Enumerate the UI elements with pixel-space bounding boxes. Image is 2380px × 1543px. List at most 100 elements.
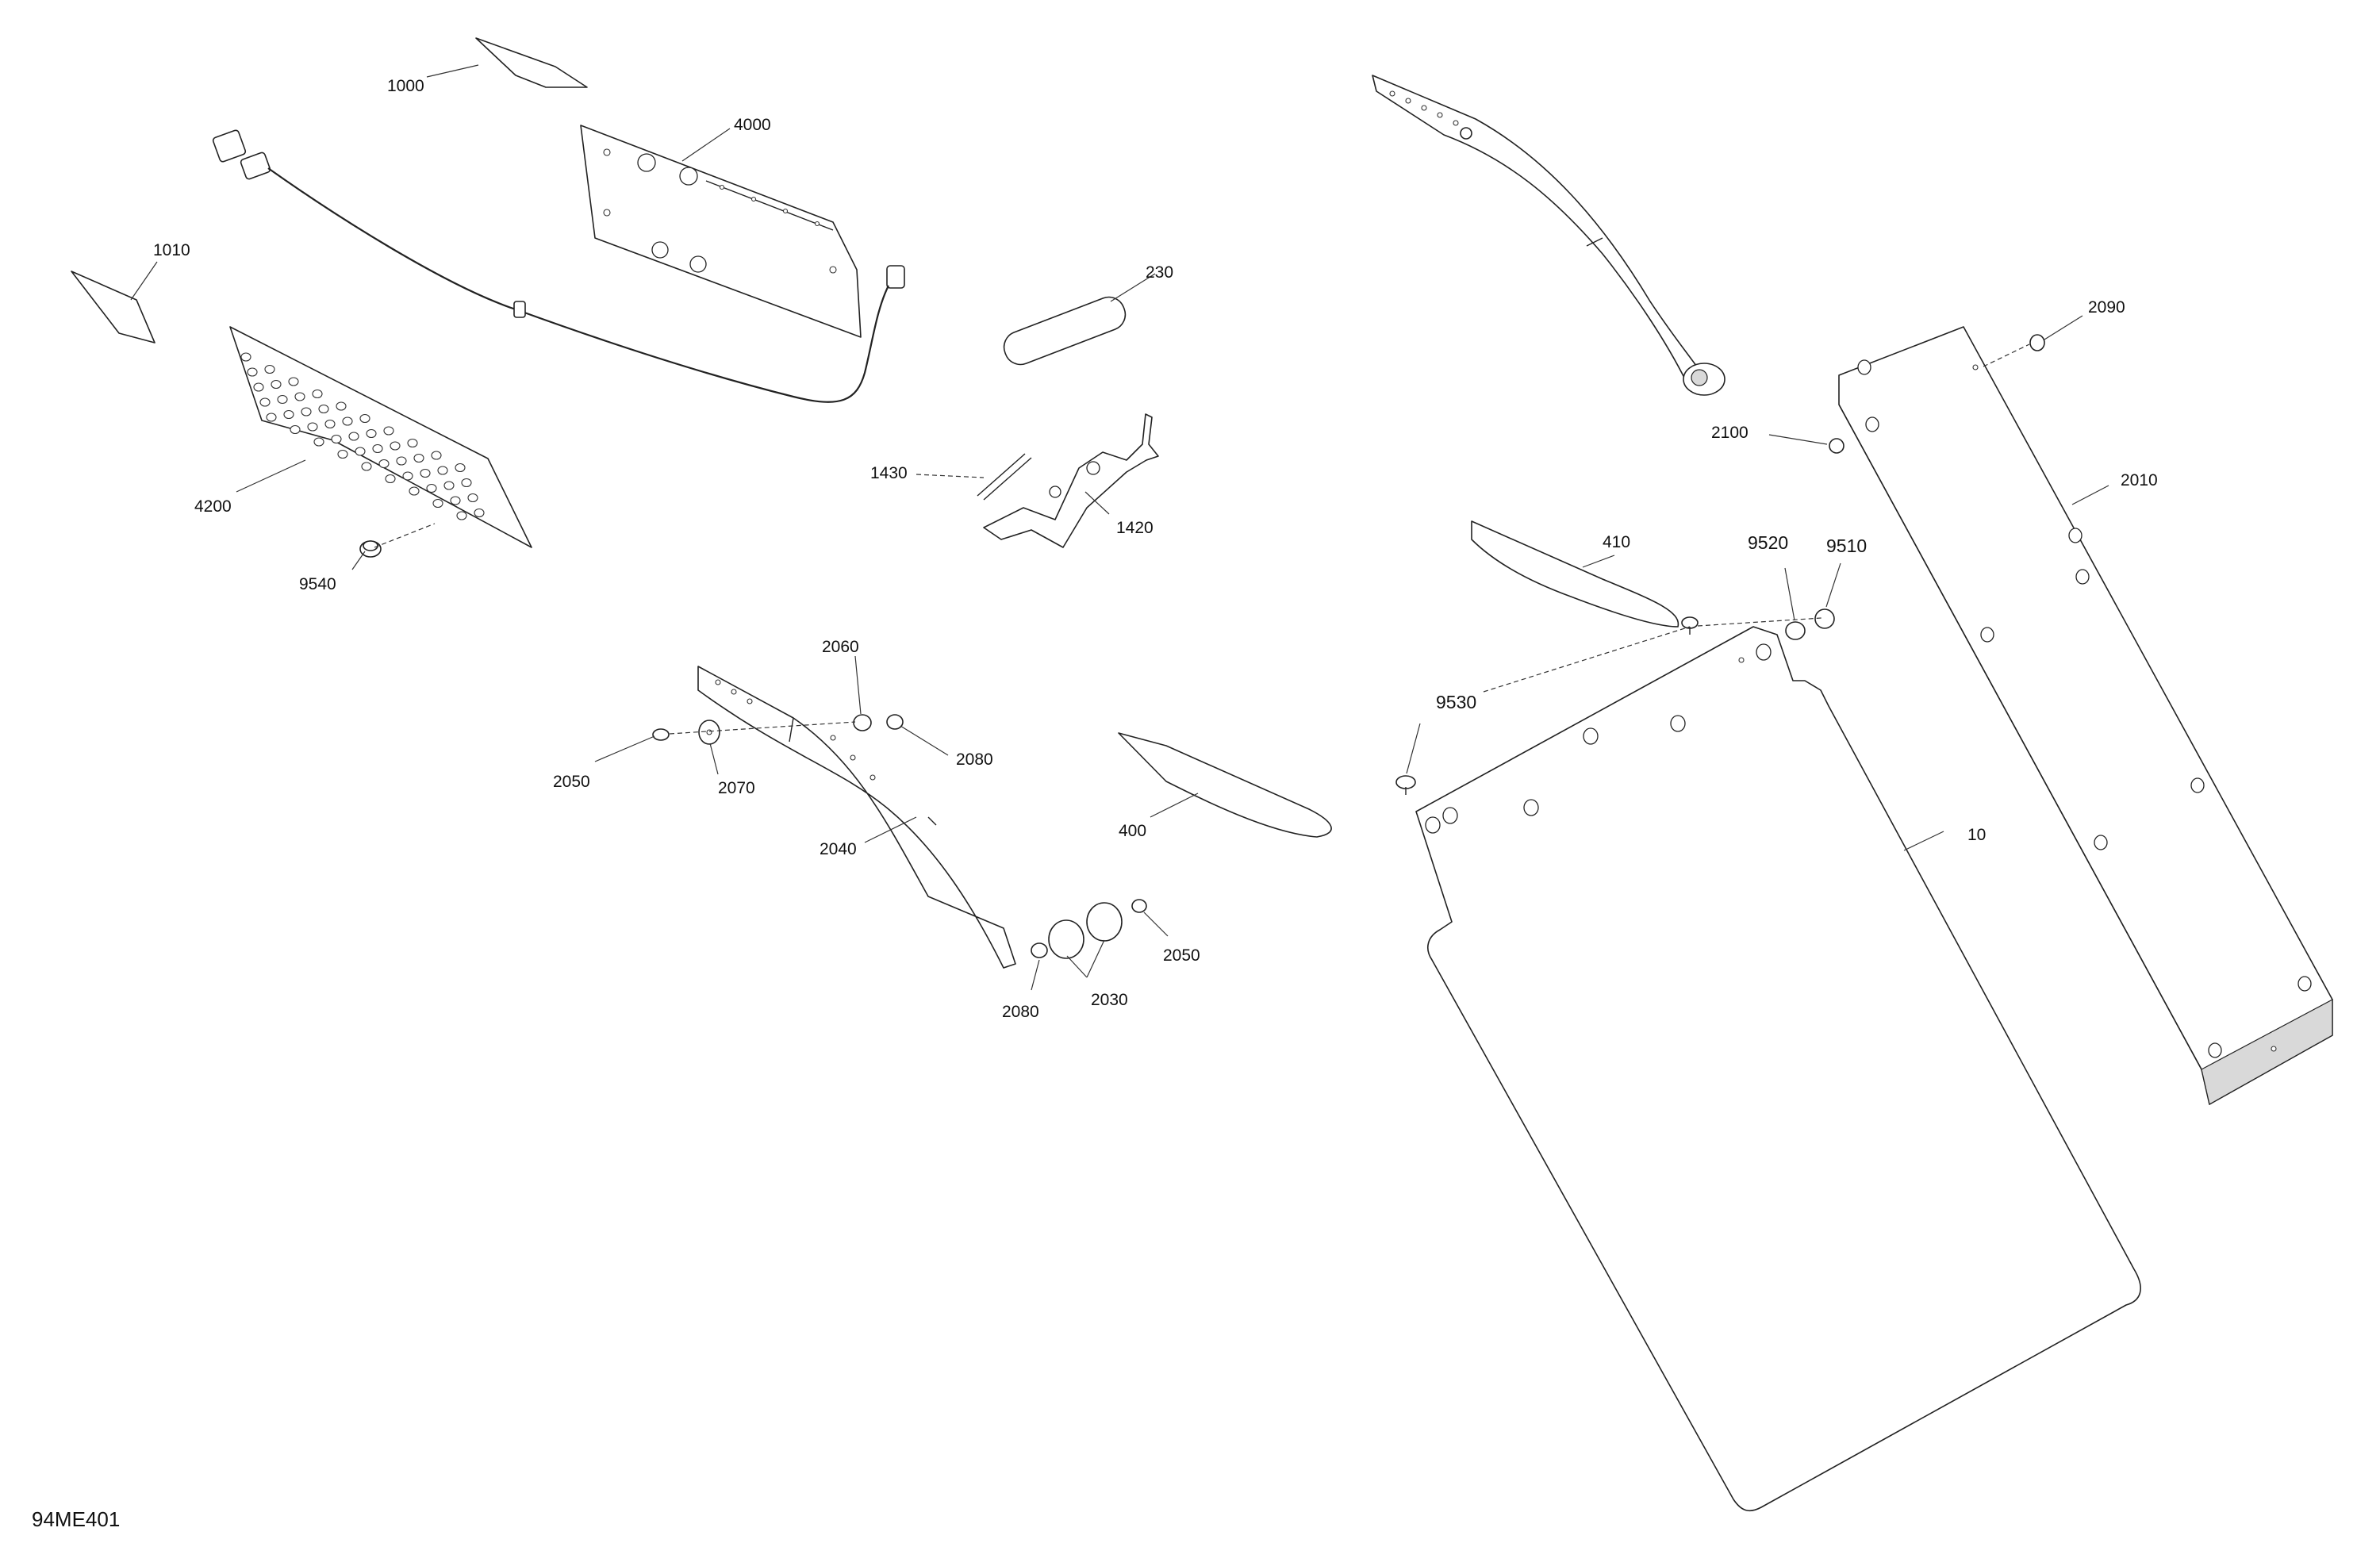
washer-2070 [698, 720, 720, 745]
reflector-dot [467, 493, 478, 503]
drawing-number: 94ME401 [32, 1507, 120, 1531]
reflector-dot [271, 379, 282, 390]
washer-9520 [1785, 621, 1806, 640]
reflector-dot [288, 377, 299, 386]
mud-flap-10 [1415, 626, 2141, 1512]
reflector-dot [312, 389, 323, 399]
reflector-dot [390, 441, 401, 451]
reflector-dot [432, 498, 443, 509]
callout-2010: 2010 [2121, 471, 2158, 489]
tail-light-housing-4000 [580, 125, 905, 338]
reflector-dot [307, 422, 318, 432]
callout-9520: 9520 [1748, 532, 1788, 553]
nut-2090 [2029, 334, 2045, 351]
bolt-2050-right [1131, 899, 1147, 913]
decal-1000 [475, 37, 588, 88]
callout-2080-lower: 2080 [1002, 1003, 1039, 1021]
callout-2060: 2060 [822, 638, 859, 656]
reflector-dot [259, 397, 271, 407]
reflector-dot [443, 481, 455, 490]
callout-1010: 1010 [153, 241, 190, 259]
reflector-dot [385, 474, 396, 484]
reflector-dot [431, 451, 442, 460]
callout-2100: 2100 [1711, 424, 1749, 442]
callout-2080-upper: 2080 [956, 750, 993, 769]
reflector-dot [294, 392, 305, 401]
callout-9540: 9540 [299, 575, 336, 593]
reflector-dot [396, 456, 407, 466]
wiring-harness [212, 129, 889, 403]
reflector-dot [301, 407, 312, 416]
reflector-dot [361, 462, 372, 471]
reflector-dot [283, 409, 294, 420]
reflector-dot [331, 434, 342, 444]
callout-2070: 2070 [718, 779, 755, 797]
reflector-dot [313, 437, 324, 447]
reflector-dot [359, 413, 370, 424]
screw-2100 [1829, 438, 1844, 454]
reflector-dot [378, 459, 390, 469]
reflector-dot [355, 447, 366, 456]
screw-9530-upper [1681, 616, 1699, 635]
nut-2080-upper [886, 714, 904, 730]
callout-2040: 2040 [820, 840, 857, 858]
reflector-dot [277, 394, 288, 405]
callout-1420: 1420 [1116, 519, 1154, 537]
bracket-2010 [1838, 326, 2333, 1105]
reflector-dot [426, 483, 437, 493]
reflector-dot [413, 453, 424, 463]
reflector-dot [461, 478, 472, 488]
decal-1010 [71, 271, 155, 344]
bracket-1420 [983, 413, 1159, 548]
washer-2060 [853, 714, 872, 731]
reflector-dot [336, 401, 347, 411]
callout-2050-left: 2050 [553, 773, 590, 791]
reflector-dot [253, 382, 264, 392]
reflector-dot [264, 364, 275, 374]
strap-2040 [697, 666, 1016, 969]
callout-9510: 9510 [1826, 535, 1867, 556]
reflector-dot [266, 413, 277, 422]
reflector-strip-400 [1118, 732, 1332, 838]
reflector-dot [407, 438, 418, 448]
reflector-plate-4200 [229, 326, 532, 548]
reflector-strip-410 [1471, 520, 1679, 628]
reflector-dot [450, 496, 461, 505]
reflector-dot [437, 466, 448, 475]
callout-labels: 1000 1010 4000 4200 9540 230 1430 1420 2… [153, 77, 2158, 1021]
reflector-dot [324, 419, 336, 429]
reflector-dot [366, 428, 377, 439]
reflector-dot [348, 432, 359, 441]
callout-4200: 4200 [194, 497, 232, 516]
callout-4000: 4000 [734, 116, 771, 134]
reflector-dot [409, 486, 420, 496]
callout-230: 230 [1146, 263, 1173, 282]
reflector-dot [455, 463, 466, 473]
callout-2090: 2090 [2088, 298, 2125, 317]
reflector-dot [383, 426, 394, 436]
upper-strap-part [1372, 75, 1726, 396]
screw-9530 [1395, 775, 1416, 795]
callout-10: 10 [1967, 826, 1986, 844]
reflector-dot [318, 404, 329, 414]
callout-1000: 1000 [387, 77, 424, 95]
callout-400: 400 [1119, 822, 1146, 840]
reflector-dot-grid [240, 352, 485, 520]
reflector-dot [342, 416, 353, 426]
clip-1430 [977, 453, 1032, 501]
callout-410: 410 [1603, 533, 1630, 551]
reflector-dot [247, 367, 258, 377]
reflector-dot [240, 352, 251, 362]
discs-2030 [1048, 902, 1123, 959]
callout-1430: 1430 [870, 464, 908, 482]
nut-9510 [1814, 608, 1835, 629]
reflector-dot [372, 443, 383, 454]
reflector-dot [290, 424, 301, 435]
reflector-dot [337, 449, 348, 459]
reflector-dot [474, 508, 485, 518]
reflector-dot [402, 471, 413, 481]
nut-2080-lower [1031, 942, 1048, 958]
reflector-dot [456, 511, 467, 520]
leader-lines [130, 64, 2109, 991]
